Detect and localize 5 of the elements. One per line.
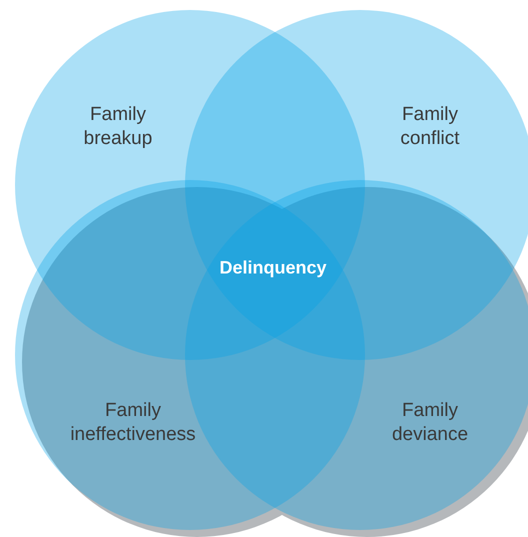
center-label: Delinquency — [219, 258, 327, 278]
circle-label: Family breakup — [82, 103, 154, 151]
circle-label: Family conflict — [399, 103, 461, 151]
circle-label: Family deviance — [390, 399, 470, 447]
circle-label: Family ineffectiveness — [69, 399, 197, 447]
